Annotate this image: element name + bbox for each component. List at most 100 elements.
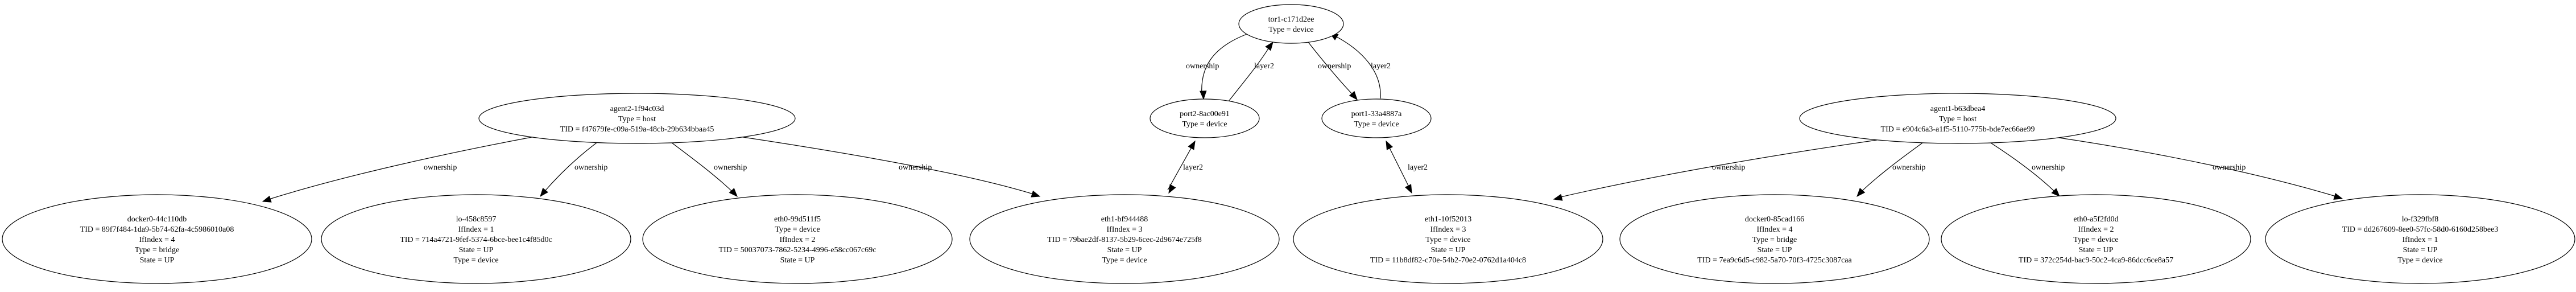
- arrowhead-icon: [1265, 41, 1273, 51]
- edge-agent2-docker0a: ownership: [262, 137, 532, 203]
- arrowhead-icon: [262, 195, 272, 203]
- edge-line: [1386, 141, 1411, 191]
- edge-line: [1308, 42, 1354, 96]
- node-attribute: Type = device: [1354, 120, 1399, 129]
- node-attribute: Type = host: [1939, 115, 1977, 124]
- edge-line: [1228, 46, 1270, 102]
- edge-port2-tor1-layer2: layer2: [1228, 41, 1274, 102]
- node-title: eth0-99d511f5: [774, 215, 821, 224]
- node-attribute: Type = bridge: [135, 246, 179, 254]
- node-attribute: TID = 89f7f484-1da9-5b74-62fa-4c5986010a…: [80, 225, 234, 234]
- node-attribute: TID = e904c6a3-a1f5-5110-775b-bde7ec66ae…: [1881, 125, 2035, 134]
- arrowhead-icon: [1404, 184, 1412, 194]
- edge-label: layer2: [1408, 163, 1428, 172]
- edge-label: ownership: [1186, 62, 1219, 71]
- edge-agent2-eth1a: ownership: [739, 136, 1041, 198]
- node-ellipse: [969, 194, 1280, 284]
- edge-port2-eth1a-layer2: layer2: [1167, 140, 1203, 194]
- node-attribute: IfIndex = 4: [139, 236, 175, 244]
- edge-line: [1859, 142, 1923, 194]
- edge-label: ownership: [899, 163, 932, 172]
- edge-label: ownership: [714, 163, 747, 172]
- arrowhead-icon: [2051, 188, 2060, 197]
- edge-line: [2058, 137, 2338, 198]
- node-ellipse: [642, 194, 953, 284]
- edge-agent2-eth0a: ownership: [671, 142, 747, 198]
- arrowhead-icon: [1856, 188, 1866, 198]
- edge-agent1-docker0b: ownership: [1856, 142, 1925, 198]
- node-title: port2-8ac00e91: [1180, 110, 1230, 118]
- node-attribute: TID = 11b8df82-c70e-54b2-70e2-0762d1a404…: [1370, 256, 1526, 265]
- node-ellipse: [1238, 4, 1344, 44]
- node-ellipse: [478, 93, 796, 144]
- node-attribute: TID = f47679fe-c09a-519a-48cb-29b634bbaa…: [560, 125, 714, 134]
- node-ellipse: [2, 194, 312, 284]
- edge-tor1-port1-ownership: ownership: [1308, 42, 1358, 101]
- edge-tor1-port2-ownership: ownership: [1186, 34, 1247, 100]
- arrowhead-icon: [1553, 194, 1563, 201]
- node-ellipse: [1150, 98, 1260, 138]
- arrowhead-icon: [1188, 140, 1196, 150]
- edge-agent1-lo_b: ownership: [2058, 137, 2343, 200]
- edge-label: ownership: [424, 163, 457, 172]
- edge-line: [1167, 141, 1196, 191]
- node-attribute: TID = 714a4721-9fef-5374-6bce-bee1c4f85d…: [400, 236, 552, 244]
- node-attribute: State = UP: [780, 256, 815, 265]
- arrowhead-icon: [729, 188, 738, 198]
- node-attribute: IfIndex = 3: [1106, 225, 1142, 234]
- edge-label: ownership: [2213, 163, 2246, 172]
- edge-line: [543, 142, 598, 194]
- arrowhead-icon: [1168, 184, 1176, 194]
- edge-label: ownership: [1892, 163, 1925, 172]
- node-title: eth0-a5f2fd0d: [2073, 215, 2118, 224]
- arrowhead-icon: [1200, 91, 1207, 100]
- edge-line: [739, 136, 1036, 195]
- arrowhead-icon: [1349, 91, 1358, 101]
- edge-line: [1990, 142, 2057, 194]
- node-attribute: TID = 50037073-7862-5234-4996-e58cc067c6…: [719, 246, 876, 254]
- node-title: agent2-1f94c03d: [610, 105, 664, 113]
- node-attribute: IfIndex = 2: [2078, 225, 2114, 234]
- node-title: docker0-44c110db: [127, 215, 187, 224]
- node-attribute: IfIndex = 2: [779, 236, 815, 244]
- edge-label: layer2: [1254, 62, 1274, 71]
- edge-agent1-eth0b: ownership: [1990, 142, 2065, 197]
- node-attribute: TID = 79bae2df-8137-5b29-6cec-2d9674e725…: [1047, 236, 1201, 244]
- node-attribute: State = UP: [1758, 246, 1792, 254]
- node-ellipse: [1321, 98, 1432, 138]
- edge-label: ownership: [2032, 163, 2065, 172]
- node-title: docker0-85cad166: [1745, 215, 1804, 224]
- edge-label: layer2: [1183, 163, 1203, 172]
- node-attribute: Type = device: [1425, 236, 1470, 244]
- node-ellipse: [321, 194, 631, 284]
- node-attribute: IfIndex = 3: [1430, 225, 1466, 234]
- node-attribute: Type = bridge: [1752, 236, 1797, 244]
- node-attribute: IfIndex = 1: [458, 225, 494, 234]
- node-ellipse: [2265, 194, 2575, 284]
- node-attribute: TID = 372c254d-bac9-50c2-4ca9-86dcc6ce8a…: [2019, 256, 2173, 265]
- node-title: lo-458c8597: [456, 215, 497, 224]
- edge-label: ownership: [574, 163, 607, 172]
- arrowhead-icon: [540, 187, 548, 198]
- arrowhead-icon: [2333, 192, 2343, 200]
- node-attribute: Type = device: [1268, 26, 1313, 34]
- node-attribute: State = UP: [140, 256, 175, 265]
- node-attribute: State = UP: [1107, 246, 1142, 254]
- node-title: eth1-bf944488: [1101, 215, 1148, 224]
- node-attribute: Type = device: [1182, 120, 1227, 129]
- node-attribute: Type = device: [2397, 256, 2442, 265]
- node-title: eth1-10f52013: [1425, 215, 1471, 224]
